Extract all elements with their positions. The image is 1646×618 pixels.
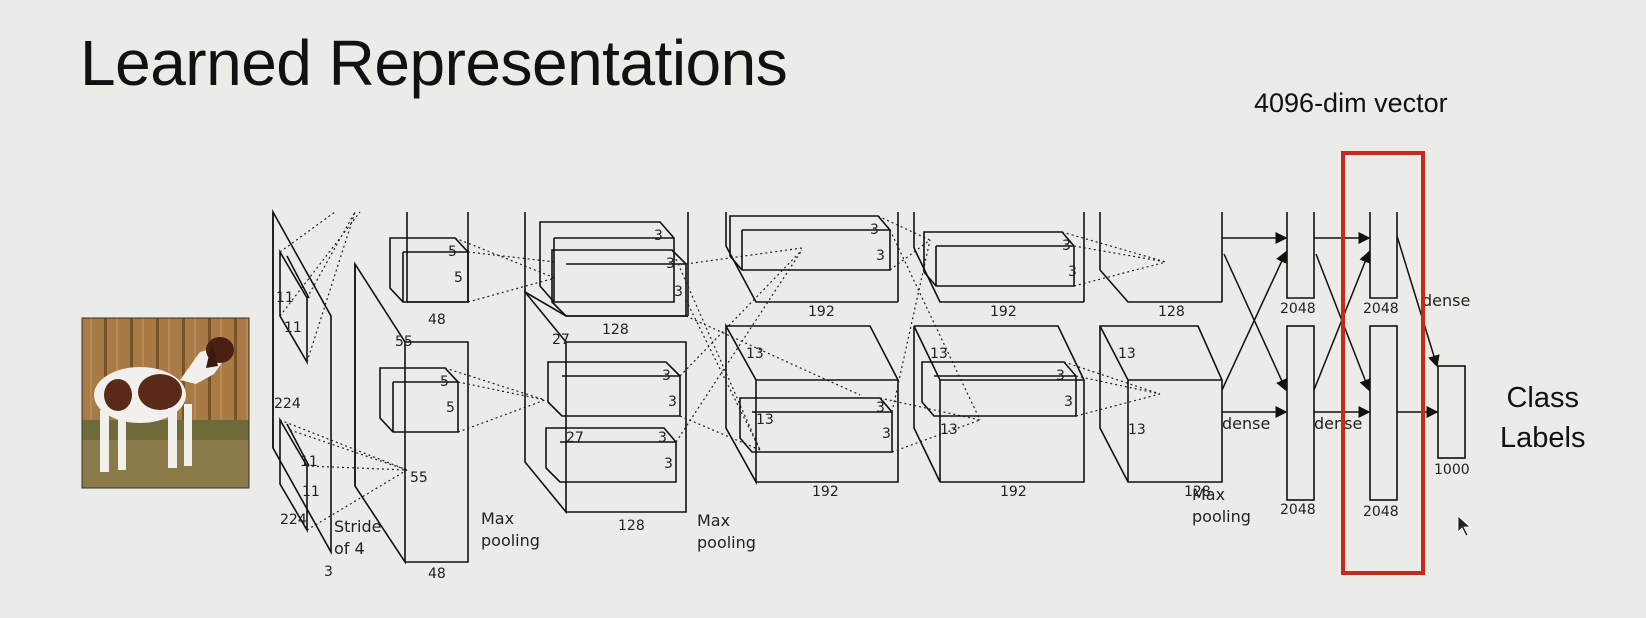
- input-height-label: 224: [274, 396, 301, 412]
- conv1-dim-label: 55: [410, 470, 428, 486]
- conv5-depth-label: 128: [1158, 304, 1185, 320]
- input-image: [81, 317, 250, 489]
- conv2-depth-label: 128: [618, 518, 645, 534]
- fc7-width-label: 2048: [1363, 504, 1399, 520]
- fc6-width-label: 2048: [1280, 502, 1316, 518]
- slide-title: Learned Representations: [80, 27, 788, 99]
- conv2-depth-label: 128: [602, 322, 629, 338]
- conv1-kernel-label: 5: [454, 270, 463, 286]
- conv4-dim-label: 13: [930, 346, 948, 362]
- conv4-depth-label: 192: [990, 304, 1017, 320]
- conv5-dim-label: 13: [1128, 422, 1146, 438]
- conv2-kernel-label: 3: [662, 368, 671, 384]
- class-labels-line-2: Labels: [1500, 422, 1586, 454]
- conv4-depth-label: 192: [1000, 484, 1027, 500]
- mouse-cursor-icon: [1457, 515, 1472, 537]
- pool3-label-line-2: pooling: [1192, 507, 1251, 526]
- conv2-kernel-label: 3: [654, 228, 663, 244]
- conv3-kernel-label: 3: [876, 248, 885, 264]
- conv2-kernel-label: 3: [666, 256, 675, 272]
- conv3-dim-label: 13: [746, 346, 764, 362]
- pool2-label-line-1: Max: [697, 511, 730, 530]
- conv4-kernel-label: 3: [1064, 394, 1073, 410]
- conv1-volumes: 5 5 5 5 55 55 48 48 Max pooling: [354, 212, 556, 582]
- input-kernel-label: 11: [302, 484, 320, 500]
- conv4-kernel-label: 3: [1068, 264, 1077, 280]
- fc8-dense-label: dense: [1422, 291, 1470, 310]
- conv5-depth-label: 128: [1184, 484, 1211, 500]
- conv2-kernel-label: 3: [658, 430, 667, 446]
- conv2-kernel-label: 3: [664, 456, 673, 472]
- conv4-kernel-label: 3: [1062, 238, 1071, 254]
- class-labels-line-1: Class: [1506, 382, 1579, 414]
- conv3-volumes: 3 3 3 3 13 13 192 192: [725, 212, 981, 500]
- fc6-width-label: 2048: [1280, 301, 1316, 317]
- stride-label-line-1: Stride: [334, 517, 381, 536]
- input-kernel-label: 11: [300, 454, 318, 470]
- conv4-volumes: 3 3 3 3 13 13 192 192: [913, 212, 1167, 500]
- pool3-label: Max pooling: [1192, 485, 1251, 526]
- conv3-depth-label: 192: [812, 484, 839, 500]
- pool1-label: Max pooling: [481, 509, 540, 550]
- pool2-label-line-2: pooling: [697, 533, 756, 552]
- input-kernel-label: 11: [284, 320, 302, 336]
- conv5-dim-label: 13: [1118, 346, 1136, 362]
- fc-layers: 2048 2048 2048 2048 1000 dense dense den…: [1221, 212, 1470, 520]
- conv2-kernel-label: 3: [674, 284, 683, 300]
- conv1-kernel-label: 5: [440, 374, 449, 390]
- input-width-label: 224: [280, 512, 307, 528]
- class-labels: Class Labels: [1500, 378, 1585, 458]
- conv1-depth-label: 48: [428, 566, 446, 582]
- conv2-dim-label: 27: [552, 332, 570, 348]
- conv3-kernel-label: 3: [882, 426, 891, 442]
- stride-label: Stride of 4: [334, 517, 387, 558]
- fc7-dense-label: dense: [1314, 414, 1362, 433]
- vector-caption: 4096-dim vector: [1254, 88, 1448, 118]
- fc8-width-label: 1000: [1434, 462, 1470, 478]
- conv1-kernel-label: 5: [446, 400, 455, 416]
- stride-label-line-2: of 4: [334, 539, 365, 558]
- conv3-kernel-label: 3: [870, 222, 879, 238]
- input-channels-label: 3: [324, 564, 333, 580]
- conv5-volumes: 13 13 128 128 Max pooling: [1099, 212, 1251, 526]
- pool2-label: Max pooling: [697, 511, 756, 552]
- conv1-depth-label: 48: [428, 312, 446, 328]
- conv3-kernel-label: 3: [876, 400, 885, 416]
- conv1-dim-label: 55: [395, 334, 413, 350]
- pool3-label-line-1: Max: [1192, 485, 1225, 504]
- conv1-kernel-label: 5: [448, 244, 457, 260]
- highlight-box: [1341, 151, 1425, 575]
- conv4-kernel-label: 3: [1056, 368, 1065, 384]
- conv4-dim-label: 13: [940, 422, 958, 438]
- conv2-dim-label: 27: [566, 430, 584, 446]
- pool1-label-line-1: Max: [481, 509, 514, 528]
- pool1-label-line-2: pooling: [481, 531, 540, 550]
- conv2-kernel-label: 3: [668, 394, 677, 410]
- conv3-dim-label: 13: [756, 412, 774, 428]
- input-volume: 11 11 11 11 224 224 3 Stride of 4: [272, 208, 408, 580]
- conv2-volumes: 3 3 3 3 3 3 3 27 27 128 128 Max pooling: [524, 212, 861, 552]
- conv3-depth-label: 192: [808, 304, 835, 320]
- fc6-dense-label: dense: [1222, 414, 1270, 433]
- input-kernel-label: 11: [276, 290, 294, 306]
- fc7-width-label: 2048: [1363, 301, 1399, 317]
